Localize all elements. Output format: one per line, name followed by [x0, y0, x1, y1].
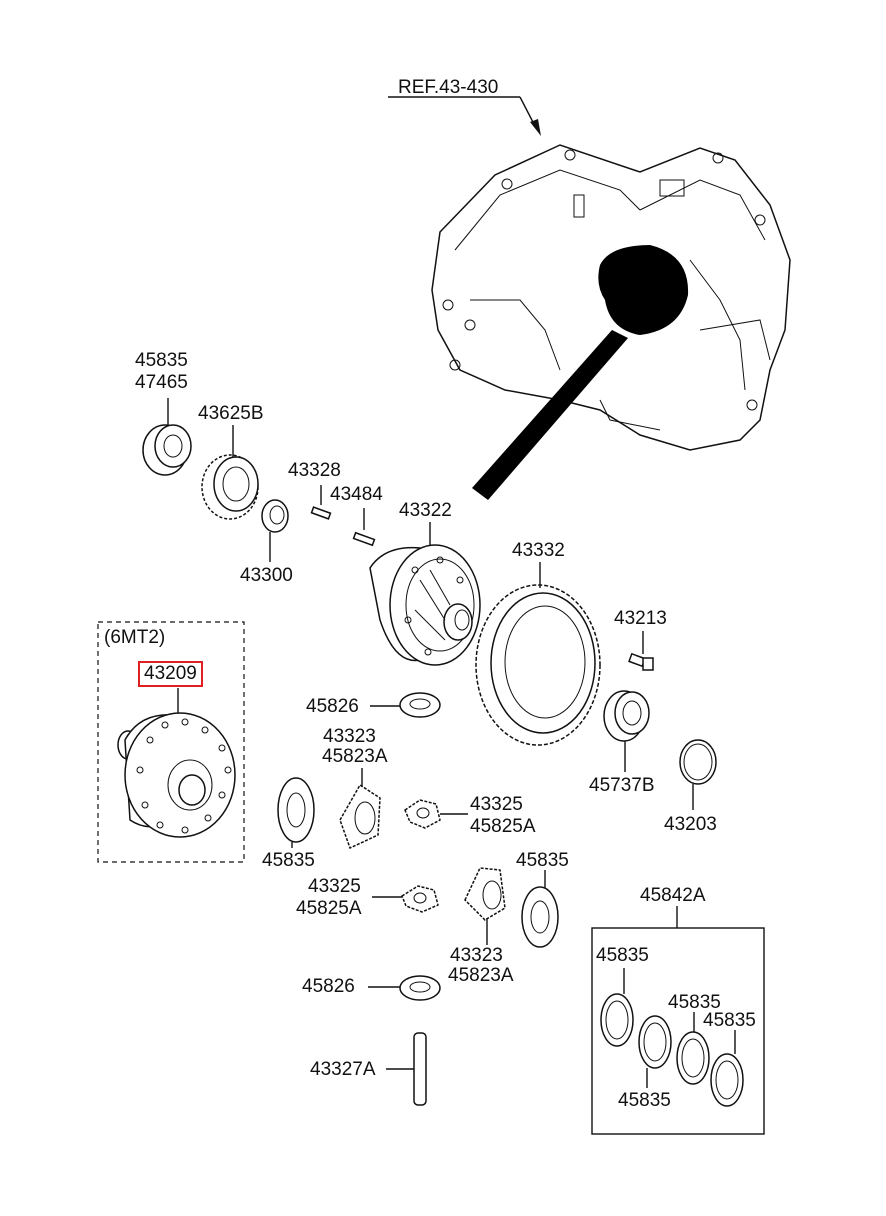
part-label-43325-upper[interactable]: 43325 — [470, 794, 523, 815]
part-label-43323-upper[interactable]: 43323 — [323, 726, 376, 747]
part-label-43327A[interactable]: 43327A — [310, 1059, 376, 1080]
pin-43328 — [310, 485, 332, 520]
pinion-gear-43325-upper — [404, 799, 468, 829]
part-label-45825A-lower[interactable]: 45825A — [296, 898, 362, 919]
part-label-43325-lower[interactable]: 43325 — [308, 876, 361, 897]
thrust-washer-45835-left — [277, 777, 315, 848]
part-label-43322[interactable]: 43322 — [399, 500, 452, 521]
thrust-washer-45835-mid — [521, 870, 559, 948]
part-label-45835-mid[interactable]: 45835 — [516, 850, 569, 871]
bearing-45835 — [142, 398, 192, 476]
part-label-43213[interactable]: 43213 — [614, 608, 667, 629]
part-label-43300[interactable]: 43300 — [240, 565, 293, 586]
ring-gear-43332 — [475, 562, 601, 746]
pin-43484 — [352, 508, 376, 547]
part-label-45826-upper[interactable]: 45826 — [306, 696, 359, 717]
part-label-45842A[interactable]: 45842A — [640, 885, 706, 906]
part-label-43332[interactable]: 43332 — [512, 540, 565, 561]
part-label-45835-left[interactable]: 45835 — [262, 850, 315, 871]
part-label-43625B[interactable]: 43625B — [198, 403, 264, 424]
ref-leader — [388, 96, 541, 136]
variant-label: (6MT2) — [104, 627, 166, 648]
side-gear-43323-upper — [339, 768, 381, 850]
seal-43300 — [261, 499, 289, 562]
washer-45826-upper — [370, 692, 441, 718]
part-label-45835-kit-1[interactable]: 45835 — [596, 945, 649, 966]
part-label-43203[interactable]: 43203 — [664, 814, 717, 835]
part-label-47465[interactable]: 47465 — [135, 372, 188, 393]
bearing-45737B — [603, 690, 650, 772]
pinion-gear-43325-lower — [372, 885, 439, 913]
gear-ring-43625B — [201, 425, 259, 520]
snap-ring-43203 — [679, 739, 717, 810]
part-label-45835[interactable]: 45835 — [135, 350, 188, 371]
part-label-45826-lower[interactable]: 45826 — [302, 976, 355, 997]
side-gear-43323-lower — [464, 867, 506, 945]
part-label-45825A-upper[interactable]: 45825A — [470, 816, 536, 837]
ref-label: REF.43-430 — [398, 77, 499, 98]
part-label-43323-lower[interactable]: 43323 — [450, 945, 503, 966]
part-label-45835-kit-2[interactable]: 45835 — [668, 992, 721, 1013]
kit-box-45842A — [591, 906, 765, 1135]
part-label-45823A-upper[interactable]: 45823A — [322, 746, 388, 767]
part-label-45737B[interactable]: 45737B — [589, 775, 655, 796]
washer-45826-lower — [368, 975, 441, 1001]
part-label-43484[interactable]: 43484 — [330, 484, 383, 505]
transmission-case — [431, 144, 791, 500]
part-label-43209-highlighted[interactable]: 43209 — [138, 661, 203, 687]
part-label-45835-kit-3[interactable]: 45835 — [703, 1010, 756, 1031]
part-label-45823A-lower[interactable]: 45823A — [448, 965, 514, 986]
part-label-43328[interactable]: 43328 — [288, 460, 341, 481]
variant-box-6MT2 — [97, 621, 245, 863]
differential-case-43322 — [369, 522, 481, 666]
pinion-shaft-43327A — [386, 1032, 427, 1106]
bolt-43213 — [628, 631, 654, 671]
part-label-45835-kit-4[interactable]: 45835 — [618, 1090, 671, 1111]
